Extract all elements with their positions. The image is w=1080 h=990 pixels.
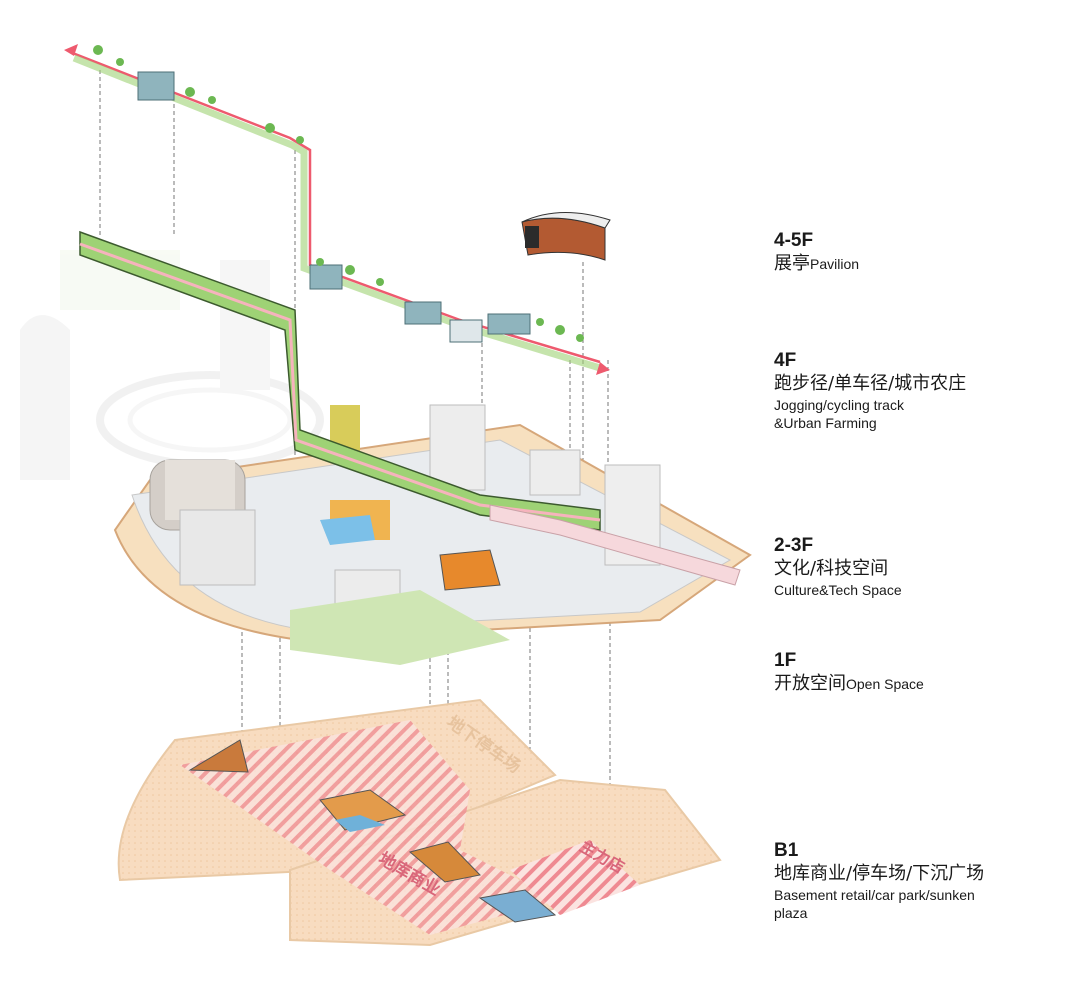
level-en: Pavilion xyxy=(810,256,860,272)
legend-4-5f: 4-5F 展亭Pavilion xyxy=(774,230,859,276)
legend-b1: B1 地库商业/停车场/下沉广场 Basement retail/car par… xyxy=(774,840,984,922)
level-zh: 跑步径/单车径/城市农庄 xyxy=(774,373,967,394)
level-zh: 开放空间 xyxy=(774,673,846,694)
ground-plates xyxy=(113,404,752,665)
level-zh: 地库商业/停车场/下沉广场 xyxy=(774,863,985,884)
level-description: 开放空间Open Space xyxy=(774,672,924,696)
level-en-line-1: Basement retail/car park/sunken xyxy=(774,887,975,903)
level-en: Culture&Tech Space xyxy=(774,582,902,598)
level-en-line-1: Jogging/cycling track xyxy=(774,397,904,413)
pavilion-4-5f xyxy=(521,212,611,261)
level-zh: 展亭 xyxy=(774,253,810,274)
green-deck-4f xyxy=(79,230,741,586)
legend-1f: 1F 开放空间Open Space xyxy=(774,650,924,696)
level-label: B1 xyxy=(774,840,799,861)
level-label: 4F xyxy=(774,350,797,371)
level-label: 2-3F xyxy=(774,535,814,556)
legend-4f: 4F 跑步径/单车径/城市农庄 Jogging/cycling track &U… xyxy=(774,350,966,432)
level-label: 1F xyxy=(774,650,797,671)
level-en-line-2: plaza xyxy=(774,905,808,921)
basement-b1 xyxy=(117,698,722,947)
level-en-line-2: &Urban Farming xyxy=(774,415,877,431)
level-label: 4-5F xyxy=(774,230,814,251)
legend-2-3f: 2-3F 文化/科技空间 Culture&Tech Space xyxy=(774,535,902,599)
level-en: Open Space xyxy=(846,676,924,692)
elevated-track-4-5f xyxy=(64,44,610,375)
level-description: 展亭Pavilion xyxy=(774,252,859,276)
level-zh: 文化/科技空间 xyxy=(774,558,889,579)
